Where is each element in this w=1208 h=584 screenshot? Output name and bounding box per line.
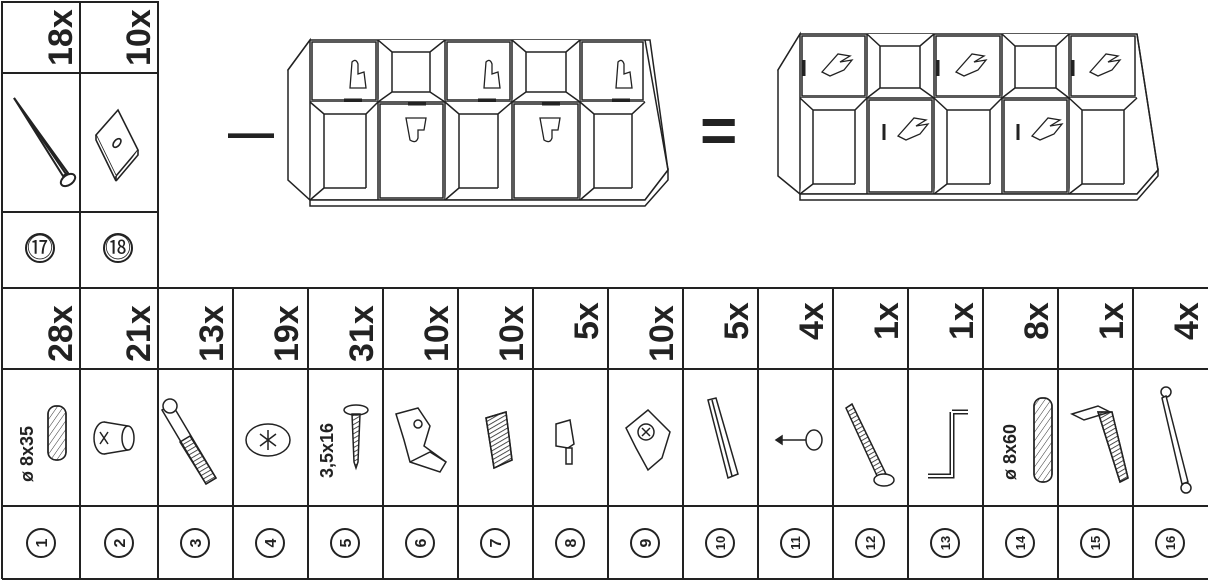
part-3-quantity: 13x bbox=[193, 305, 231, 362]
part-10-number: 10 bbox=[706, 529, 734, 557]
part-1-number: 1 bbox=[27, 529, 55, 557]
part-10-quantity: 5x bbox=[718, 302, 756, 340]
part-17-quantity: 18x bbox=[42, 9, 80, 66]
part-15-quantity: 1x bbox=[1093, 302, 1131, 340]
svg-text:9: 9 bbox=[638, 538, 655, 547]
part-6-number: 6 bbox=[406, 529, 434, 557]
part-13-quantity: 1x bbox=[943, 302, 981, 340]
part-2-quantity: 21x bbox=[120, 305, 158, 362]
part-6-quantity: 10x bbox=[418, 305, 456, 362]
part-14-dimension: ø 8x60 bbox=[1000, 424, 1020, 480]
part-18-quantity: 10x bbox=[120, 9, 158, 66]
cover-cap-icon bbox=[246, 424, 290, 456]
part-5-number: 5 bbox=[331, 529, 359, 557]
svg-text:5: 5 bbox=[338, 538, 355, 547]
cam-lock-icon bbox=[94, 422, 134, 454]
part-4-quantity: 19x bbox=[268, 305, 306, 362]
part-16-quantity: 4x bbox=[1168, 302, 1206, 340]
large-dowel-icon bbox=[1034, 398, 1052, 482]
minus-sign: — bbox=[228, 106, 274, 158]
svg-text:⑱: ⑱ bbox=[105, 234, 131, 264]
hinge-icon bbox=[396, 408, 446, 472]
nail-icon bbox=[14, 98, 77, 189]
part-9-quantity: 10x bbox=[643, 305, 681, 362]
part-16-number: 16 bbox=[1156, 529, 1184, 557]
svg-text:2: 2 bbox=[112, 538, 129, 547]
svg-text:16: 16 bbox=[1163, 536, 1178, 550]
part-5-dimension: 3,5x16 bbox=[317, 423, 337, 478]
svg-text:15: 15 bbox=[1088, 536, 1103, 550]
long-screw-icon bbox=[846, 404, 894, 486]
mounting-plate-icon bbox=[96, 110, 138, 181]
part-18-number: ⑱ bbox=[104, 234, 132, 264]
part-14-number: 14 bbox=[1006, 529, 1034, 557]
svg-text:⑰: ⑰ bbox=[27, 234, 53, 264]
part-15-number: 15 bbox=[1081, 529, 1109, 557]
svg-text:14: 14 bbox=[1013, 535, 1028, 550]
part-8-number: 8 bbox=[556, 529, 584, 557]
strip-icon bbox=[708, 398, 738, 478]
svg-text:12: 12 bbox=[863, 536, 878, 550]
wood-screw-icon bbox=[344, 405, 368, 468]
part-1-quantity: 28x bbox=[42, 305, 80, 362]
equals-sign: = bbox=[700, 94, 737, 166]
angle-bracket-icon bbox=[1072, 406, 1128, 482]
part-5-quantity: 31x bbox=[343, 305, 381, 362]
part-11-number: 11 bbox=[781, 529, 809, 557]
hinge-plate-icon bbox=[486, 412, 512, 468]
cam-bolt-icon bbox=[162, 399, 216, 484]
svg-text:6: 6 bbox=[413, 538, 430, 547]
svg-text:10: 10 bbox=[713, 536, 728, 550]
part-2-number: 2 bbox=[105, 529, 133, 557]
part-12-number: 12 bbox=[856, 529, 884, 557]
svg-text:3: 3 bbox=[188, 538, 205, 547]
part-7-number: 7 bbox=[481, 529, 509, 557]
part-8-quantity: 5x bbox=[568, 302, 606, 340]
bracket-screw-icon bbox=[626, 410, 670, 470]
connector-bolt-icon bbox=[1161, 387, 1191, 493]
part-9-number: 9 bbox=[631, 529, 659, 557]
part-17-number: ⑰ bbox=[26, 234, 54, 264]
svg-text:13: 13 bbox=[938, 536, 953, 550]
part-4-number: 4 bbox=[256, 529, 284, 557]
part-3-number: 3 bbox=[181, 529, 209, 557]
part-7-quantity: 10x bbox=[493, 305, 531, 362]
part-13-number: 13 bbox=[931, 529, 959, 557]
part-11-quantity: 4x bbox=[793, 302, 831, 340]
svg-text:8: 8 bbox=[563, 538, 580, 547]
furniture-pad-icon bbox=[776, 430, 822, 450]
part-1-dimension: ø 8x35 bbox=[17, 426, 37, 482]
shelf-support-icon bbox=[556, 420, 574, 464]
svg-text:11: 11 bbox=[788, 536, 803, 550]
allen-key-icon bbox=[928, 412, 968, 476]
part-14-quantity: 8x bbox=[1018, 302, 1056, 340]
cabinet-before-diagram bbox=[288, 40, 668, 206]
svg-text:1: 1 bbox=[34, 538, 51, 547]
part-12-quantity: 1x bbox=[868, 302, 906, 340]
wood-dowel-icon bbox=[48, 406, 66, 460]
svg-text:7: 7 bbox=[488, 538, 505, 547]
svg-text:4: 4 bbox=[263, 538, 280, 547]
